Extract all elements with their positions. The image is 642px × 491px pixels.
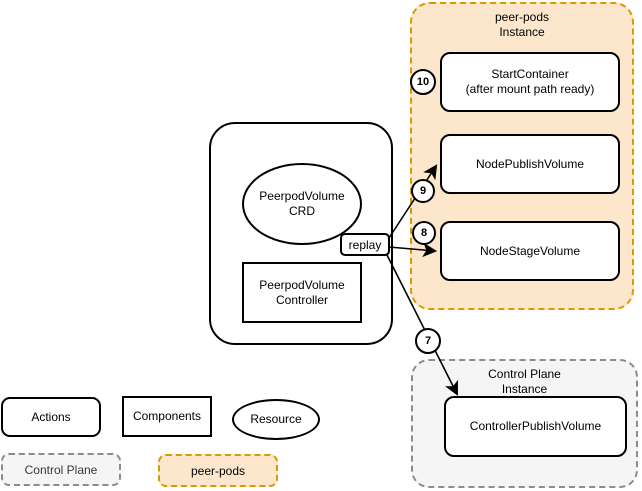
step-badge-8-text: 8 bbox=[420, 227, 428, 239]
replay-edge-label: replay bbox=[340, 233, 390, 256]
node-stage-volume-action: NodeStageVolume bbox=[440, 221, 620, 281]
legend-peer-pods-label: peer-pods bbox=[190, 463, 246, 478]
peerpodvolume-controller-label-line1: PeerpodVolume bbox=[259, 277, 345, 292]
legend-actions-label: Actions bbox=[31, 409, 71, 424]
legend-control-plane-label: Control Plane bbox=[24, 462, 98, 477]
step-badge-10-text: 10 bbox=[416, 76, 430, 88]
peerpodvolume-crd-resource: PeerpodVolume CRD bbox=[242, 163, 362, 245]
peer-pods-instance-title-line2: Instance bbox=[499, 25, 545, 39]
step-badge-7-text: 7 bbox=[424, 335, 432, 347]
legend-control-plane: Control Plane bbox=[1, 453, 121, 486]
peerpodvolume-controller-component: PeerpodVolume Controller bbox=[242, 262, 362, 323]
peer-pods-instance-title: peer-pods Instance bbox=[412, 10, 632, 40]
start-container-action: StartContainer (after mount path ready) bbox=[440, 52, 620, 112]
legend-resource-label: Resource bbox=[250, 412, 302, 426]
node-stage-volume-label: NodeStageVolume bbox=[479, 243, 581, 258]
legend-components-label: Components bbox=[132, 409, 202, 423]
legend-peer-pods: peer-pods bbox=[158, 454, 278, 487]
step-badge-8: 8 bbox=[412, 221, 436, 245]
peerpodvolume-controller-label-line2: Controller bbox=[275, 292, 329, 307]
legend-actions: Actions bbox=[1, 397, 101, 437]
replay-label-text: replay bbox=[348, 237, 382, 252]
node-publish-volume-label: NodePublishVolume bbox=[475, 156, 585, 171]
step-badge-9: 9 bbox=[411, 179, 435, 203]
controller-publish-volume-action: ControllerPublishVolume bbox=[444, 396, 627, 457]
step-badge-9-text: 9 bbox=[419, 185, 427, 197]
step-badge-10: 10 bbox=[410, 69, 436, 95]
control-plane-instance-title-line2: Instance bbox=[501, 382, 548, 396]
node-publish-volume-action: NodePublishVolume bbox=[440, 134, 620, 194]
control-plane-instance-title-line1: Control Plane bbox=[488, 367, 561, 381]
controller-publish-volume-label: ControllerPublishVolume bbox=[469, 419, 602, 433]
start-container-label-line1: StartContainer bbox=[491, 67, 569, 81]
step-badge-7: 7 bbox=[415, 328, 441, 354]
peerpodvolume-crd-label-line2: CRD bbox=[289, 204, 315, 218]
control-plane-instance-title: Control Plane Instance bbox=[413, 367, 636, 397]
legend-resource: Resource bbox=[232, 399, 320, 440]
start-container-label-line2: (after mount path ready) bbox=[465, 82, 595, 96]
peerpodvolume-crd-label-line1: PeerpodVolume bbox=[259, 189, 345, 203]
legend-components: Components bbox=[122, 396, 212, 437]
peer-pods-instance-title-line1: peer-pods bbox=[494, 10, 550, 24]
